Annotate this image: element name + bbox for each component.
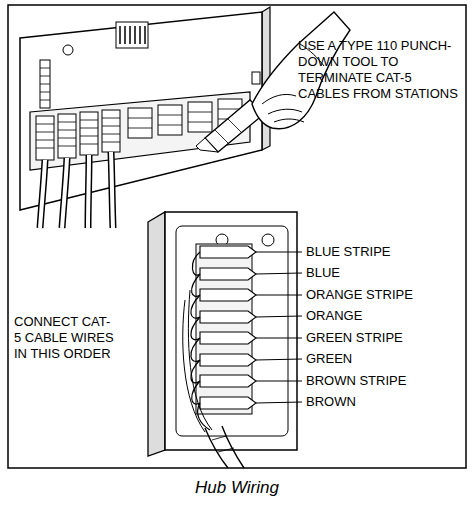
wire-color-label: GREEN — [306, 351, 466, 367]
terminal-clips — [200, 246, 256, 409]
punch-block — [36, 116, 54, 160]
cable-wires — [191, 252, 210, 430]
side-connector — [40, 60, 50, 108]
mount-hole — [63, 45, 73, 55]
wire-color-label: ORANGE STRIPE — [306, 287, 466, 303]
leader-line — [256, 295, 302, 296]
dip-switch — [116, 22, 148, 48]
note-text: CONNECT CAT-5 CABLE WIRES IN THIS ORDER — [14, 314, 114, 362]
cable-jacket — [212, 436, 234, 452]
terminal-clip — [200, 397, 256, 409]
punch-block — [128, 108, 152, 138]
wire-color-label: BLUE — [306, 265, 466, 281]
connector-pins — [40, 68, 50, 100]
punch-block — [188, 102, 212, 132]
terminal-clip — [200, 246, 256, 258]
wire-color-label: ORANGE — [306, 308, 466, 324]
cat5-cable — [205, 426, 244, 468]
punch-block — [80, 112, 98, 155]
box-front — [165, 212, 297, 450]
frame-border — [8, 5, 466, 468]
tool-blade — [196, 138, 218, 152]
terminal-clip — [200, 354, 256, 366]
terminal-clip — [200, 332, 256, 344]
box-side — [148, 212, 165, 456]
punch-block — [102, 110, 120, 152]
figure-caption: Hub Wiring — [0, 478, 474, 498]
terminal-clip — [200, 311, 256, 323]
cable-wires — [183, 290, 212, 432]
leader-line — [256, 359, 302, 360]
leader-line — [256, 338, 302, 339]
terminal-clip — [200, 268, 256, 280]
tool-grip — [215, 119, 241, 143]
leader-line — [256, 381, 302, 382]
punch-clips — [36, 118, 120, 148]
terminal-clip — [200, 289, 256, 301]
note-text: USE A TYPE 110 PUNCH-DOWN TOOL TO TERMIN… — [298, 38, 463, 102]
wire-color-label: GREEN STRIPE — [306, 330, 466, 346]
leader-lines — [256, 252, 302, 403]
dip-switch-levers — [120, 26, 145, 44]
punch-block — [58, 114, 76, 158]
wire-color-label: BLUE STRIPE — [306, 244, 466, 260]
leader-line — [256, 252, 302, 253]
wire-color-label: BROWN — [306, 394, 466, 410]
box-recess — [176, 226, 288, 436]
wire-color-label: BROWN STRIPE — [306, 373, 466, 389]
leader-line — [256, 316, 302, 317]
leader-line — [256, 273, 302, 274]
mount-hole — [262, 234, 274, 246]
station-cable — [40, 152, 113, 228]
hub-panel — [20, 12, 262, 210]
station-cable-fill — [40, 152, 113, 228]
punch-block — [158, 105, 182, 135]
terminal-clip — [200, 375, 256, 387]
leader-line — [256, 402, 302, 403]
side-jack — [252, 72, 260, 84]
